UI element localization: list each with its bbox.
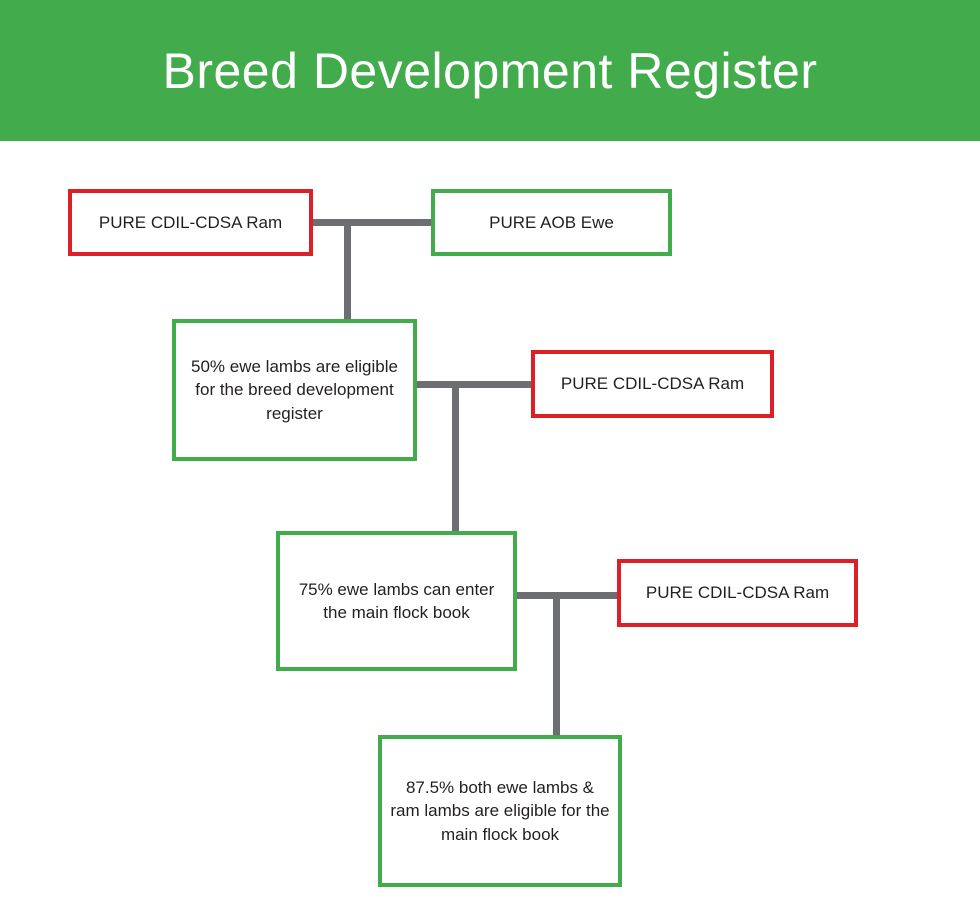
- node-label: PURE CDIL-CDSA Ram: [560, 374, 745, 394]
- node-label: 75% ewe lambs can enter the main flock b…: [298, 579, 495, 622]
- connector-flock75-to-ram3: [514, 592, 620, 599]
- node-pure-cdil-cdsa-ram-3: PURE CDIL-CDSA Ram: [617, 559, 858, 627]
- page-header-banner: Breed Development Register: [0, 0, 980, 141]
- connector-register50-to-ram2: [414, 381, 534, 388]
- node-register-50-percent: 50% ewe lambs are eligible for the breed…: [172, 319, 417, 461]
- node-label: PURE CDIL-CDSA Ram: [645, 583, 830, 603]
- connector-gen1-to-register50: [344, 219, 351, 322]
- node-label: 50% ewe lambs are eligible for the breed…: [191, 356, 398, 423]
- node-label: 87.5% both ewe lambs & ram lambs are eli…: [390, 777, 610, 844]
- node-flock-book-75-percent: 75% ewe lambs can enter the main flock b…: [276, 531, 517, 671]
- node-flock-book-87-5-percent: 87.5% both ewe lambs & ram lambs are eli…: [378, 735, 622, 887]
- node-label: PURE AOB Ewe: [489, 212, 614, 232]
- node-label: PURE CDIL-CDSA Ram: [98, 212, 283, 232]
- breeding-flowchart: PURE CDIL-CDSA Ram PURE AOB Ewe 50% ewe …: [0, 141, 980, 911]
- connector-gen3-to-flock87: [553, 592, 560, 738]
- node-pure-cdil-cdsa-ram-2: PURE CDIL-CDSA Ram: [531, 350, 774, 418]
- node-pure-aob-ewe: PURE AOB Ewe: [431, 189, 672, 256]
- page-title: Breed Development Register: [162, 42, 818, 99]
- connector-gen2-to-flock75: [452, 381, 459, 534]
- node-pure-cdil-cdsa-ram-1: PURE CDIL-CDSA Ram: [68, 189, 313, 256]
- connector-ram1-to-ewe1: [310, 219, 434, 226]
